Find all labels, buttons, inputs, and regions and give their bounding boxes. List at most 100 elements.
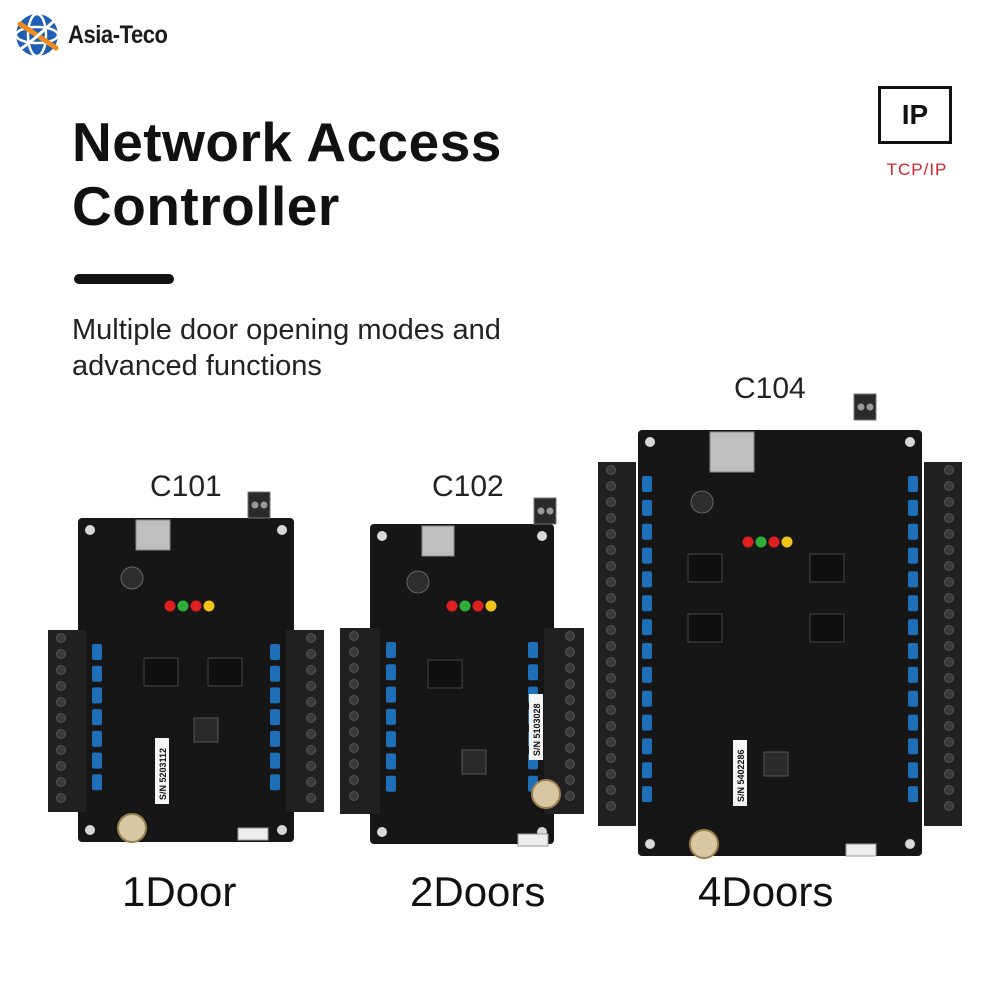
capacitor xyxy=(92,730,102,747)
terminal-screw xyxy=(306,777,316,787)
capacitor xyxy=(908,523,918,540)
board-c101: S/N 5203112 xyxy=(48,491,324,843)
capacitor xyxy=(642,690,652,707)
capacitor xyxy=(642,476,652,492)
terminal-screw xyxy=(944,641,954,651)
terminal-block-right xyxy=(924,462,962,826)
terminal-screw xyxy=(606,609,616,619)
capacitor xyxy=(908,690,918,707)
terminal-screw xyxy=(306,713,316,723)
terminal-screw xyxy=(56,745,66,755)
terminal-block-left xyxy=(48,630,86,812)
terminal-screw xyxy=(606,769,616,779)
terminal-screw xyxy=(306,745,316,755)
power-connector-screw xyxy=(866,403,874,411)
header-connector xyxy=(845,843,877,857)
terminal-screw xyxy=(944,737,954,747)
relay xyxy=(427,659,463,689)
terminal-screw xyxy=(56,793,66,803)
mounting-hole xyxy=(537,531,547,541)
terminal-screw xyxy=(349,775,359,785)
terminal-block-left xyxy=(340,628,380,814)
mounting-hole xyxy=(85,825,95,835)
terminal-screw xyxy=(606,753,616,763)
serial-number-label: S/N 5103028 xyxy=(532,703,542,756)
capacitor xyxy=(92,687,102,704)
terminal-screw xyxy=(565,727,575,737)
board-c102: S/N 5103028 xyxy=(340,497,584,847)
terminal-screw xyxy=(56,633,66,643)
pcb-body xyxy=(78,518,294,842)
terminal-screw xyxy=(944,705,954,715)
capacitor xyxy=(270,752,280,769)
door-count-c102: 2Doors xyxy=(410,868,546,915)
terminal-screw xyxy=(944,529,954,539)
terminal-screw xyxy=(606,673,616,683)
terminal-screw xyxy=(56,761,66,771)
terminal-screw xyxy=(565,631,575,641)
capacitor xyxy=(386,708,396,725)
status-led xyxy=(781,536,793,548)
title-line-1: Network Access xyxy=(72,111,502,173)
capacitor xyxy=(386,664,396,681)
terminal-block-right xyxy=(286,630,324,812)
power-connector-screw xyxy=(546,507,554,515)
mounting-hole xyxy=(377,531,387,541)
capacitor xyxy=(386,753,396,770)
terminal-screw xyxy=(944,673,954,683)
capacitor xyxy=(270,774,280,791)
capacitor xyxy=(908,714,918,731)
power-connector-screw xyxy=(260,501,268,509)
terminal-screw xyxy=(56,777,66,787)
terminal-screw xyxy=(565,791,575,801)
power-connector-screw xyxy=(251,501,259,509)
capacitor xyxy=(270,665,280,682)
terminal-screw xyxy=(606,689,616,699)
ip-badge-label: IP xyxy=(901,99,929,130)
ip-badge: IP xyxy=(878,86,952,144)
power-connector-screw xyxy=(537,507,545,515)
terminal-screw xyxy=(606,737,616,747)
relay xyxy=(207,657,243,687)
capacitor xyxy=(908,595,918,612)
terminal-screw xyxy=(306,761,316,771)
mounting-hole xyxy=(645,437,655,447)
terminal-screw xyxy=(349,663,359,673)
terminal-screw xyxy=(944,465,954,475)
brand-globe-logo xyxy=(14,12,60,58)
capacitor xyxy=(908,666,918,683)
terminal-screw xyxy=(944,801,954,811)
status-led xyxy=(459,600,471,612)
terminal-screw xyxy=(349,759,359,769)
capacitor xyxy=(528,642,538,658)
capacitor xyxy=(642,547,652,564)
ethernet-port xyxy=(135,519,171,551)
terminal-screw xyxy=(349,679,359,689)
terminal-screw xyxy=(565,663,575,673)
capacitor xyxy=(642,762,652,779)
terminal-screw xyxy=(944,497,954,507)
capacitor xyxy=(642,786,652,803)
capacitor xyxy=(386,686,396,703)
terminal-screw xyxy=(944,561,954,571)
ip-badge-caption: TCP/IP xyxy=(886,160,948,179)
capacitor xyxy=(642,619,652,636)
capacitor xyxy=(908,499,918,516)
terminal-screw xyxy=(606,497,616,507)
terminal-screw xyxy=(606,657,616,667)
terminal-screw xyxy=(606,641,616,651)
board-c104: S/N 5402286 xyxy=(598,393,962,859)
terminal-screw xyxy=(606,529,616,539)
capacitor xyxy=(270,730,280,747)
terminal-screw xyxy=(606,785,616,795)
mounting-hole xyxy=(277,825,287,835)
terminal-screw xyxy=(944,513,954,523)
terminal-screw xyxy=(944,609,954,619)
terminal-screw xyxy=(306,665,316,675)
terminal-screw xyxy=(944,625,954,635)
capacitor xyxy=(908,476,918,492)
capacitor xyxy=(642,499,652,516)
terminal-screw xyxy=(944,721,954,731)
terminal-screw xyxy=(565,711,575,721)
terminal-screw xyxy=(944,593,954,603)
